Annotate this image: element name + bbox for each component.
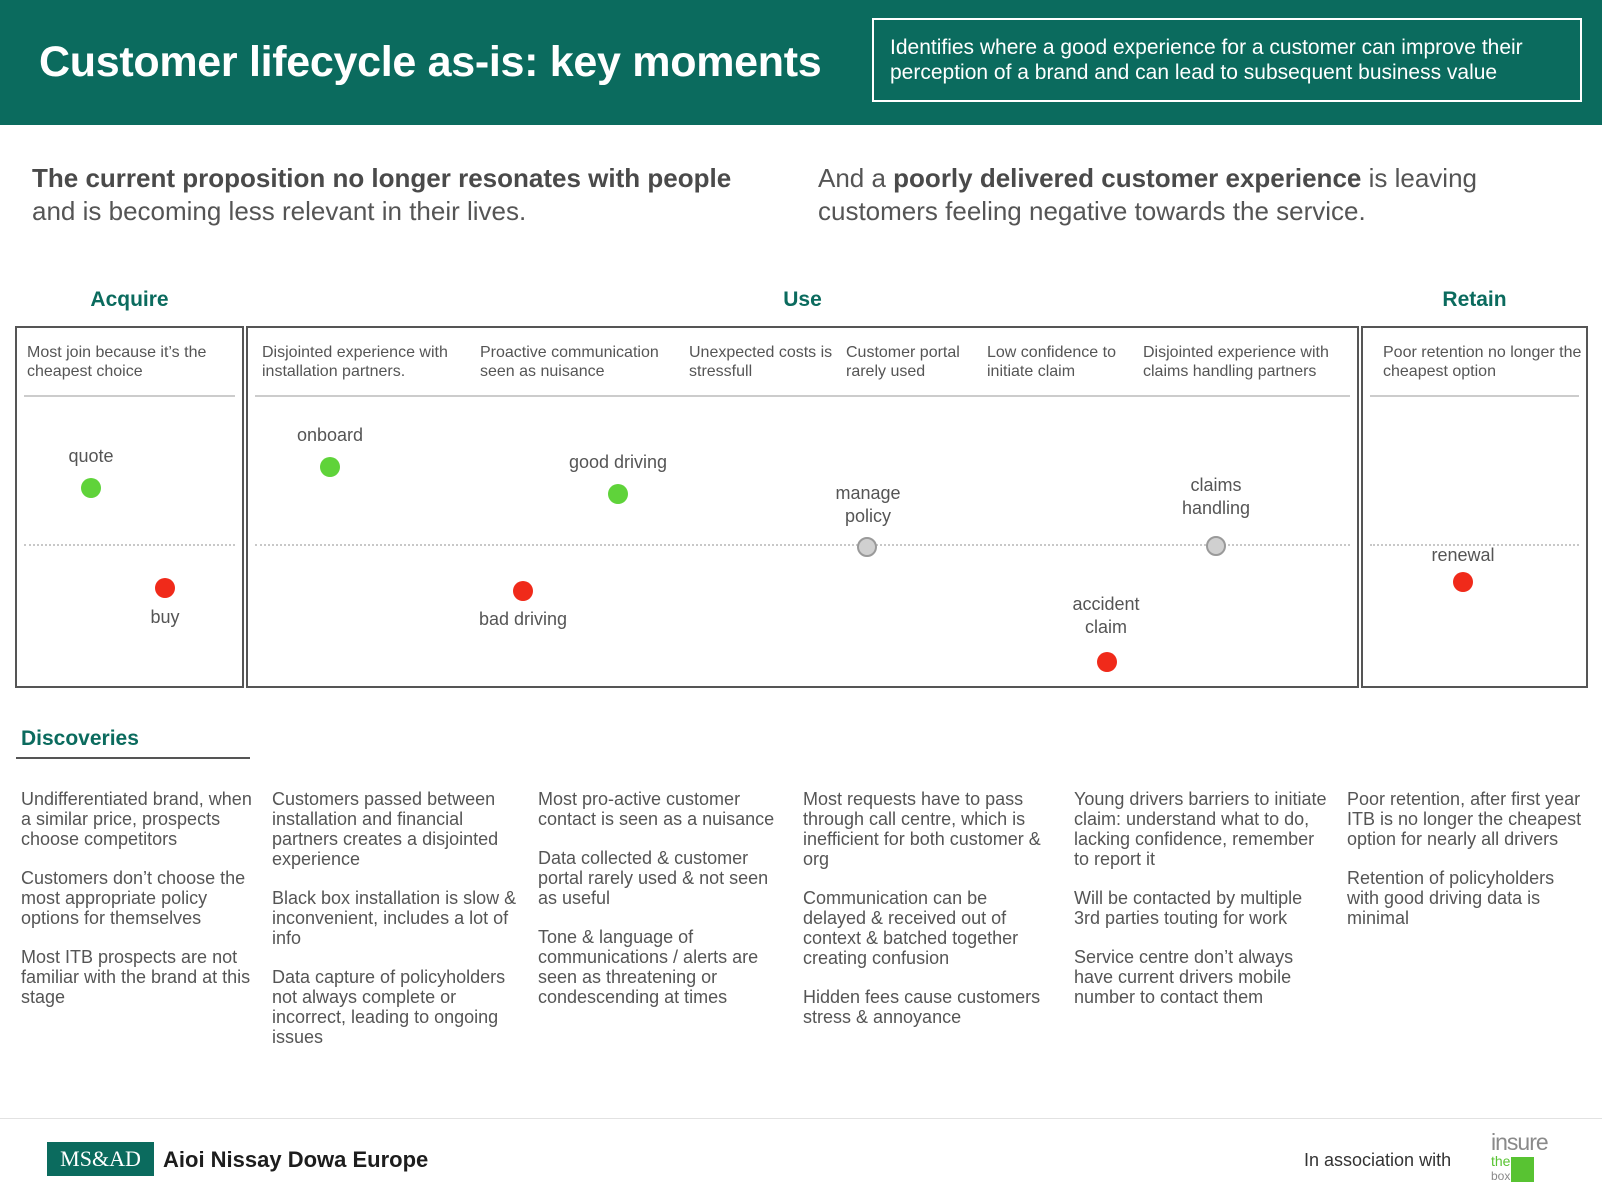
header-description: Identifies where a good experience for a… [872, 18, 1582, 102]
discovery-item: Communication can be delayed & received … [803, 888, 1019, 968]
divider [24, 395, 235, 397]
moment-label-manage-policy: manage policy [835, 482, 900, 528]
pain-point: Disjointed experience with claims handli… [1143, 344, 1329, 380]
moment-label-good-driving: good driving [568, 452, 668, 472]
footer-divider [0, 1118, 1602, 1119]
intro-left-rest: and is becoming less relevant in their l… [32, 196, 527, 226]
moment-label-claims-handling: claims handling [1182, 474, 1250, 520]
intro-right-rest: is leaving customers feeling negative to… [818, 163, 1477, 226]
logo-word: insure [1491, 1129, 1549, 1155]
discoveries-column-policy: Most requests have to pass through call … [803, 789, 1055, 1046]
moment-dot-quote [81, 478, 101, 498]
moment-dot-claims-handling [1206, 536, 1226, 556]
discovery-item: Retention of policyholders with good dri… [1347, 868, 1555, 928]
moment-label-onboard: onboard [296, 425, 364, 445]
divider [1370, 395, 1579, 397]
moment-label-line: policy [844, 506, 892, 526]
discoveries-column-claims: Young drivers barriers to initiate claim… [1074, 789, 1329, 1026]
msad-logo: MS&AD [47, 1142, 154, 1176]
pain-point: Customer portal rarely used [846, 344, 960, 380]
pain-point: Low confidence to initiate claim [987, 344, 1116, 380]
intro-statement-left: The current proposition no longer resona… [32, 162, 752, 228]
discovery-item: Data collected & customer portal rarely … [538, 848, 769, 908]
discovery-item: Customers passed between installation an… [272, 789, 499, 869]
moment-dot-buy [155, 578, 175, 598]
page-title: Customer lifecycle as-is: key moments [39, 38, 822, 86]
logo-green-square [1511, 1157, 1534, 1182]
pain-point: Disjointed experience with installation … [262, 344, 448, 380]
phase-use-heading: Use [783, 288, 822, 311]
association-text: In association with [1304, 1150, 1452, 1170]
phase-retain-heading: Retain [1442, 288, 1507, 311]
discovery-item: Will be contacted by multiple 3rd partie… [1074, 888, 1303, 928]
moment-label-quote: quote [68, 446, 114, 466]
logo-word: box [1491, 1169, 1511, 1183]
logo-word: the [1491, 1153, 1511, 1169]
discovery-item: Undifferentiated brand, when a similar p… [21, 789, 252, 849]
pain-point: Poor retention no longer the cheapest op… [1383, 344, 1582, 380]
discovery-item: Poor retention, after first year ITB is … [1347, 789, 1582, 849]
moment-label-line: accident [1072, 594, 1140, 614]
discovery-item: Young drivers barriers to initiate claim… [1074, 789, 1327, 869]
discovery-item: Most ITB prospects are not familiar with… [21, 947, 251, 1007]
neutral-baseline [24, 544, 235, 546]
moment-label-line: manage [835, 483, 901, 503]
moment-label-line: claim [1084, 617, 1128, 637]
moment-label-accident-claim: accident claim [1072, 593, 1139, 639]
moment-label-line: handling [1181, 498, 1251, 518]
discovery-item: Service centre don’t always have current… [1074, 947, 1294, 1007]
moment-label-buy: buy [150, 607, 180, 627]
intro-statement-right: And a poorly delivered customer experien… [818, 162, 1548, 228]
company-name: Aioi Nissay Dowa Europe [163, 1147, 429, 1172]
discovery-item: Tone & language of communications / aler… [538, 927, 759, 1007]
neutral-baseline [255, 544, 1350, 546]
pain-point: Most join because it’s the cheapest choi… [27, 344, 207, 380]
header-banner: Customer lifecycle as-is: key moments Id… [0, 0, 1602, 125]
phase-acquire-box: Most join because it’s the cheapest choi… [15, 326, 244, 688]
moment-dot-onboard [320, 457, 340, 477]
phase-use-box: Disjointed experience with installation … [246, 326, 1359, 688]
pain-point: Proactive communication seen as nuisance [480, 344, 659, 380]
phase-retain-box: Poor retention no longer the cheapest op… [1361, 326, 1588, 688]
discovery-item: Black box installation is slow & inconve… [272, 888, 517, 948]
insurethebox-logo: insure the box [1489, 1129, 1549, 1185]
moment-dot-accident-claim [1097, 652, 1117, 672]
moment-dot-renewal [1453, 572, 1473, 592]
pain-point: Unexpected costs is stressfull [689, 344, 833, 380]
discoveries-underline [16, 757, 250, 759]
discovery-item: Hidden fees cause customers stress & ann… [803, 987, 1041, 1027]
discoveries-column-onboard: Customers passed between installation an… [272, 789, 522, 1066]
discoveries-column-driving: Most pro-active customer contact is seen… [538, 789, 783, 1026]
discovery-item: Most requests have to pass through call … [803, 789, 1041, 869]
discoveries-column-acquire: Undifferentiated brand, when a similar p… [21, 789, 261, 1026]
intro-right-pre: And a [818, 163, 894, 193]
discoveries-heading: Discoveries [21, 727, 139, 750]
intro-right-bold: poorly delivered customer experience [893, 163, 1362, 193]
discovery-item: Most pro-active customer contact is seen… [538, 789, 775, 829]
moment-dot-manage-policy [857, 537, 877, 557]
divider [255, 395, 1350, 397]
phase-acquire-heading: Acquire [90, 288, 169, 311]
discovery-item: Customers don’t choose the most appropri… [21, 868, 246, 928]
intro-left-bold: The current proposition no longer resona… [32, 163, 732, 193]
discoveries-column-retain: Poor retention, after first year ITB is … [1347, 789, 1587, 947]
moment-dot-good-driving [608, 484, 628, 504]
neutral-baseline [1370, 544, 1579, 546]
moment-label-line: claims [1190, 475, 1242, 495]
discovery-item: Data capture of policyholders not always… [272, 967, 506, 1047]
moment-dot-bad-driving [513, 581, 533, 601]
moment-label-bad-driving: bad driving [478, 609, 568, 629]
moment-label-renewal: renewal [1431, 545, 1495, 565]
